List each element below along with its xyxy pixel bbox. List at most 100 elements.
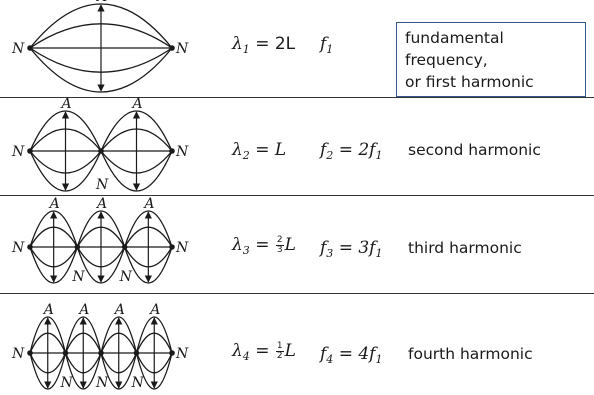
node-label-right: N: [175, 240, 189, 256]
antinode-label: A: [60, 96, 72, 112]
antinode-label: A: [95, 196, 107, 212]
f-symbol: f: [320, 140, 327, 160]
wave-envelope-curve: [100, 110, 173, 152]
equals-sign: =: [255, 140, 270, 160]
fundamental-label-box: fundamental frequency, or first harmonic: [396, 22, 586, 97]
node-label-inner: N: [60, 375, 74, 391]
lambda-symbol: λ: [232, 341, 243, 361]
wavelength-value: L: [284, 235, 296, 255]
node-dot: [27, 244, 33, 250]
fraction-denominator: 2: [276, 350, 283, 361]
node-dot: [27, 350, 33, 356]
f-subscript: 4: [326, 353, 334, 366]
antinode-label: A: [77, 302, 89, 318]
desc-line-1: fundamental frequency,: [405, 29, 504, 69]
harmonic-label: fourth harmonic: [408, 345, 533, 363]
antinode-label: A: [131, 96, 143, 112]
node-dot: [98, 350, 104, 356]
f-subscript: 1: [326, 43, 334, 56]
node-dot: [169, 148, 175, 154]
node-label-inner: N: [95, 177, 109, 193]
wave-envelope-curve: [29, 110, 102, 152]
node-dot: [169, 45, 175, 51]
node-dot: [98, 148, 104, 154]
equals-sign: =: [338, 238, 353, 258]
lambda-symbol: λ: [232, 140, 243, 160]
frequency-equation-second: f2 = 2f1: [320, 140, 382, 162]
lambda-subscript: 2: [242, 149, 250, 162]
lambda-symbol: λ: [232, 34, 243, 54]
f-subscript: 2: [326, 149, 334, 162]
frequency-value: 4f: [358, 344, 376, 364]
antinode-label: A: [113, 302, 125, 318]
equals-sign: =: [255, 235, 270, 255]
node-dot: [121, 244, 128, 250]
standing-wave-diagram-first: ANN: [11, 0, 189, 93]
wavelength-value: L: [274, 140, 287, 160]
node-dot: [169, 350, 175, 356]
fraction-denominator: 3: [276, 244, 283, 255]
frequency-value: 3f: [358, 238, 376, 258]
wave-envelope-curve: [29, 3, 173, 49]
antinode-label: A: [42, 302, 54, 318]
frequency-equation-fourth: f4 = 4f1: [320, 344, 382, 366]
node-label-inner: N: [71, 269, 85, 285]
standing-wave-diagram-third: A A A N N N N: [11, 196, 189, 285]
wave-envelope-curve: [100, 150, 173, 192]
frequency-value-subscript: 1: [375, 247, 383, 260]
harmonic-label: second harmonic: [408, 141, 541, 159]
standing-wave-diagram-fourth: A A A A N N N N N: [11, 302, 189, 391]
harmonic-label: third harmonic: [408, 239, 522, 257]
node-dot: [133, 350, 140, 356]
node-label-right: N: [175, 346, 189, 362]
f-symbol: f: [320, 34, 327, 54]
node-label-left: N: [11, 41, 25, 57]
harmonic-row-first: ANN λ1 = 2L f1 fundamental frequency, or…: [0, 0, 594, 97]
wavelength-value: 2L: [274, 34, 296, 54]
node-label-right: N: [175, 144, 189, 160]
equals-sign: =: [255, 341, 270, 361]
antinode-label: A: [48, 196, 60, 212]
antinode-label: A: [148, 302, 160, 318]
equals-sign: =: [255, 34, 270, 54]
frequency-equation-third: f3 = 3f1: [320, 238, 382, 260]
wave-envelope-curve: [29, 47, 173, 93]
node-label-left: N: [11, 144, 25, 160]
fraction-numerator: 2: [275, 234, 284, 246]
node-dot: [169, 244, 175, 250]
lambda-symbol: λ: [232, 235, 243, 255]
wave-envelope-curve: [29, 150, 102, 192]
row-divider-3: [0, 293, 594, 294]
node-label-left: N: [11, 240, 25, 256]
node-label-inner: N: [95, 375, 109, 391]
node-dot: [62, 350, 69, 356]
node-label-right: N: [175, 41, 189, 57]
node-dot: [74, 244, 81, 250]
node-label-inner: N: [119, 269, 133, 285]
frequency-equation-first: f1: [320, 34, 333, 56]
frequency-value-subscript: 1: [375, 353, 383, 366]
lambda-subscript: 4: [242, 350, 250, 363]
lambda-subscript: 3: [242, 244, 250, 257]
f-symbol: f: [320, 238, 327, 258]
equals-sign: =: [338, 344, 353, 364]
node-label-inner: N: [131, 375, 145, 391]
wavelength-equation-first: λ1 = 2L: [232, 34, 295, 56]
wavelength-equation-second: λ2 = L: [232, 140, 286, 162]
desc-line-2: or first harmonic: [405, 73, 534, 91]
f-symbol: f: [320, 344, 327, 364]
node-dot: [27, 45, 33, 51]
equals-sign: =: [338, 140, 353, 160]
row-divider-1: [0, 97, 594, 98]
frequency-value-subscript: 1: [375, 149, 383, 162]
node-label-left: N: [11, 346, 25, 362]
wavelength-value: L: [284, 341, 296, 361]
antinode-label: A: [142, 196, 154, 212]
